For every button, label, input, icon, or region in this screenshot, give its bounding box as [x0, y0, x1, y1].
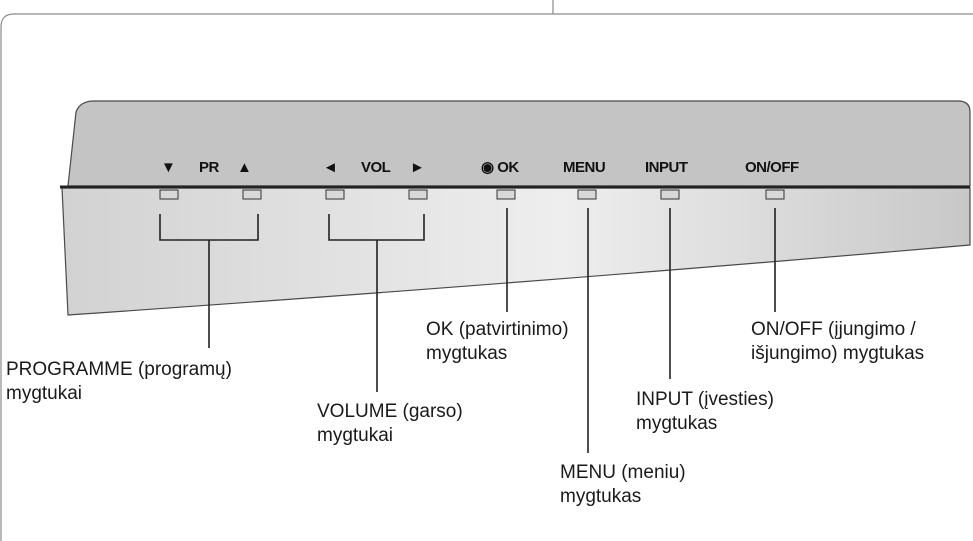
- label-vol: VOL: [361, 159, 391, 176]
- button-ok: [496, 189, 516, 200]
- callout-onoff: ON/OFF (įjungimo / išjungimo) mygtukas: [751, 318, 924, 366]
- callout-programme: PROGRAMME (programų) mygtukai: [6, 358, 232, 406]
- callout-menu-line2: mygtukas: [560, 486, 642, 507]
- button-onoff: [765, 189, 785, 200]
- callout-menu-line1: MENU (meniu): [560, 462, 686, 483]
- label-pr-up-arrow: ▲: [237, 159, 252, 176]
- panel-top-face: [67, 100, 971, 187]
- label-ok: ◉ OK: [481, 159, 519, 176]
- callout-input-line1: INPUT (įvesties): [636, 389, 774, 410]
- callout-programme-line1: PROGRAMME (programų): [6, 359, 232, 380]
- button-vol-up: [408, 189, 428, 200]
- button-pr-down: [159, 189, 179, 200]
- callout-volume-line2: mygtukai: [317, 425, 394, 446]
- leader-volume: [328, 214, 425, 392]
- label-input: INPUT: [645, 159, 688, 176]
- callout-input-line2: mygtukas: [636, 413, 718, 434]
- callout-ok-line1: OK (patvirtinimo): [426, 319, 569, 340]
- button-input: [660, 189, 680, 200]
- callout-volume: VOLUME (garso) mygtukai: [317, 400, 463, 448]
- callout-onoff-line2: išjungimo) mygtukas: [751, 343, 925, 364]
- callout-volume-line1: VOLUME (garso): [317, 401, 463, 422]
- leader-programme: [159, 214, 259, 348]
- label-pr-down-arrow: ▼: [161, 159, 176, 176]
- label-onoff: ON/OFF: [745, 159, 799, 176]
- callout-programme-line2: mygtukai: [6, 383, 83, 404]
- label-pr: PR: [199, 159, 219, 176]
- label-menu: MENU: [563, 159, 606, 176]
- callout-ok: OK (patvirtinimo) mygtukas: [426, 318, 569, 366]
- callout-onoff-line1: ON/OFF (įjungimo /: [751, 319, 916, 340]
- label-vol-left-arrow: ◄: [323, 159, 338, 176]
- panel-front-face: [61, 187, 971, 316]
- button-menu: [577, 189, 597, 200]
- callout-input: INPUT (įvesties) mygtukas: [636, 388, 774, 436]
- button-vol-down: [325, 189, 345, 200]
- callout-ok-line2: mygtukas: [426, 343, 508, 364]
- button-pr-up: [242, 189, 262, 200]
- callout-menu: MENU (meniu) mygtukas: [560, 461, 686, 509]
- label-vol-right-arrow: ►: [410, 159, 425, 176]
